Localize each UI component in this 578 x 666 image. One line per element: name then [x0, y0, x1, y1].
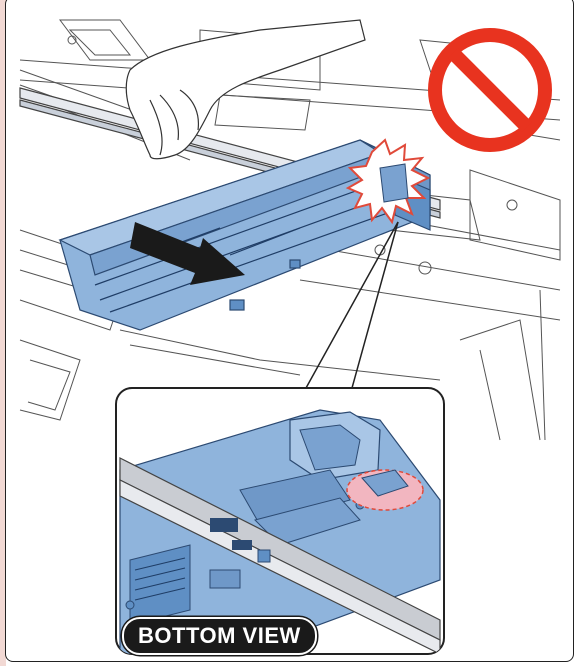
figure-frame	[5, 0, 574, 662]
bottom-view-label: BOTTOM VIEW	[122, 617, 317, 655]
